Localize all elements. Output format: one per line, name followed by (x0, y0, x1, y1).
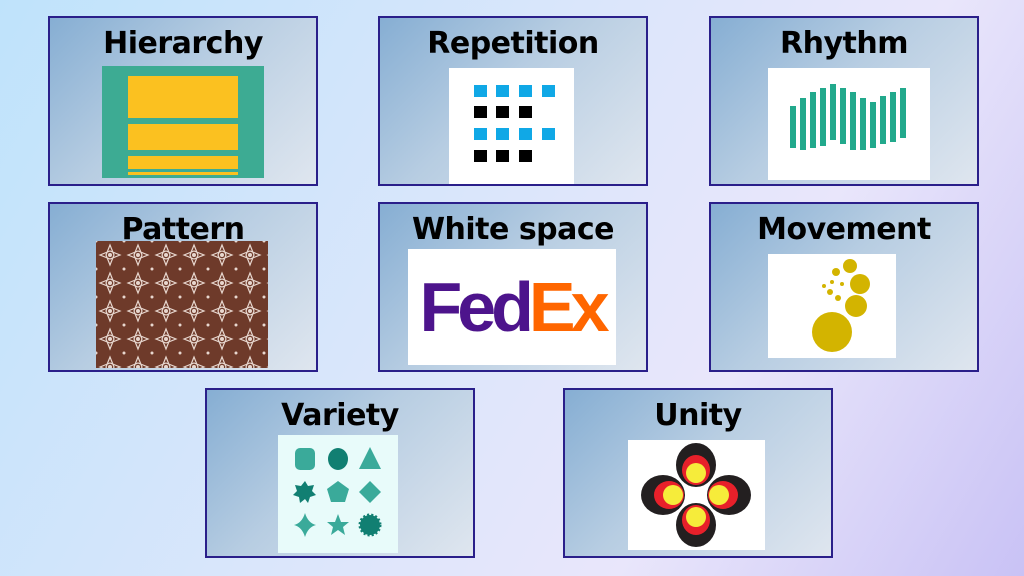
variety-shapes-icon (278, 435, 398, 553)
card-hierarchy: Hierarchy (48, 16, 318, 186)
card-title: Movement (757, 212, 931, 247)
floral-pattern-icon (96, 241, 268, 368)
hierarchy-bars-icon (102, 66, 264, 178)
movement-circles-icon (768, 254, 896, 358)
fedex-logo-fed: Fed (419, 268, 533, 346)
card-title: Unity (654, 398, 742, 433)
fedex-logo-ex: Ex (528, 268, 610, 346)
card-repetition: Repetition (378, 16, 648, 186)
repetition-squares-icon (449, 68, 574, 184)
card-title: White space (411, 212, 615, 247)
rhythm-bars-icon (768, 68, 930, 180)
card-unity: Unity (563, 388, 833, 558)
card-variety: Variety (205, 388, 475, 558)
unity-flower-icon (628, 440, 765, 550)
card-rhythm: Rhythm (709, 16, 979, 186)
card-title: Hierarchy (103, 26, 263, 61)
card-movement: Movement (709, 202, 979, 372)
card-title: Repetition (427, 26, 599, 61)
card-title: Variety (281, 398, 399, 433)
card-pattern: Pattern (48, 202, 318, 372)
card-title: Rhythm (780, 26, 908, 61)
